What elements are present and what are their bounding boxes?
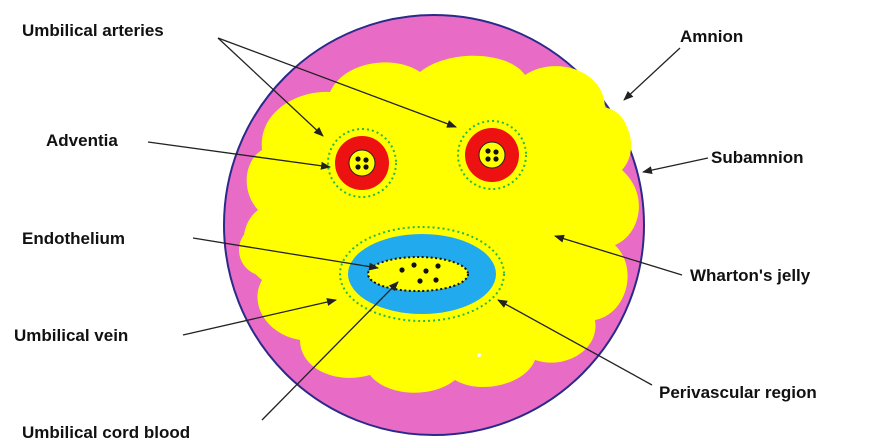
label-perivascular-region: Perivascular region (659, 383, 817, 402)
label-umbilical-vein: Umbilical vein (14, 326, 128, 345)
label-subamnion: Subamnion (711, 148, 804, 167)
white-speck (477, 353, 481, 357)
arrow-amnion (624, 48, 680, 100)
arrow-subamnion (643, 158, 708, 172)
label-whartons-jelly: Wharton's jelly (690, 266, 811, 285)
label-adventia: Adventia (46, 131, 118, 150)
label-umbilical-arteries: Umbilical arteries (22, 21, 164, 40)
label-endothelium: Endothelium (22, 229, 125, 248)
label-amnion: Amnion (680, 27, 743, 46)
label-umbilical-cord-blood: Umbilical cord blood (22, 423, 190, 442)
